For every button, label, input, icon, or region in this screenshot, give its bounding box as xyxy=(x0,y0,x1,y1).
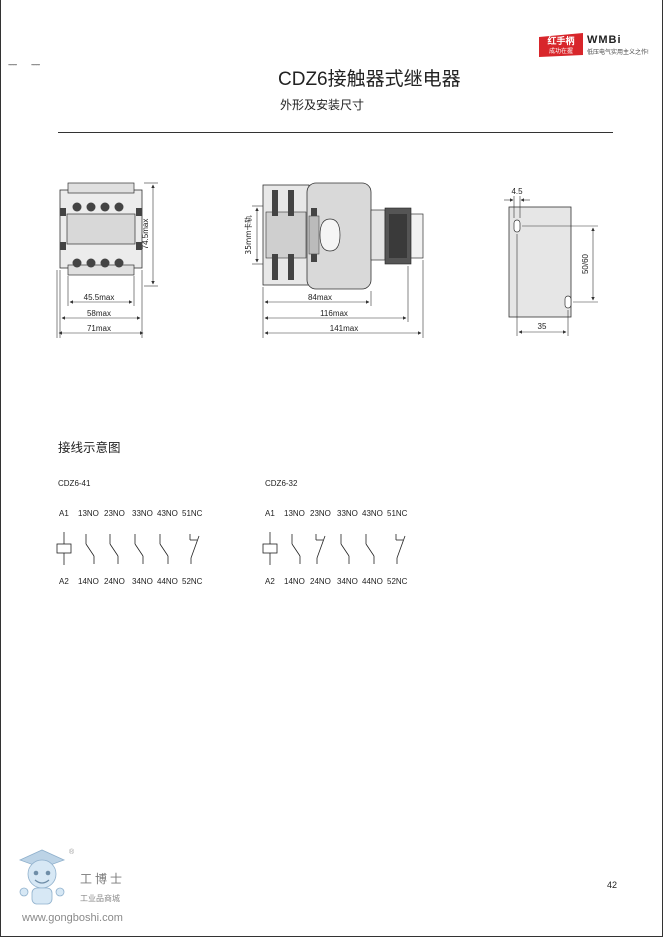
side-view-drawing xyxy=(252,182,424,338)
mount-vertical-label: 50/60 xyxy=(581,253,590,274)
diagram-1-symbols xyxy=(56,532,200,565)
front-width-label-3: 71max xyxy=(87,324,111,333)
diagram-2-coil-top: A1 xyxy=(265,509,275,518)
front-height-label: 74.5max xyxy=(141,219,150,250)
front-width-label-2: 58max xyxy=(87,309,111,318)
diagram-1-coil-bottom: A2 xyxy=(59,577,69,586)
diagram-2-bottom-4: 44NO xyxy=(362,577,383,586)
side-rail-label: 35mm卡轨 xyxy=(243,215,253,255)
diagram-1-bottom-2: 24NO xyxy=(104,577,125,586)
mount-horizontal-label: 35 xyxy=(538,322,547,331)
brand-badge: 红手柄 成功在握 xyxy=(539,33,583,57)
title-divider xyxy=(58,132,613,133)
wiring-diagrams: CDZ6-41 A1 A2 13NO 23NO 33NO 43NO 51NC 1… xyxy=(56,479,408,586)
diagram-2-bottom-5: 52NC xyxy=(387,577,408,586)
side-depth-label-3: 141max xyxy=(330,324,358,333)
brand-logo: 红手柄 成功在握 WMBi 低压电气实用主义之作! xyxy=(537,33,655,59)
diagram-1-bottom-5: 52NC xyxy=(182,577,203,586)
diagram-2-top-4: 43NO xyxy=(362,509,383,518)
diagram-1-coil-top: A1 xyxy=(59,509,69,518)
logo-description: 工业品商城 xyxy=(80,894,120,903)
diagram-1-bottom-3: 34NO xyxy=(132,577,153,586)
diagram-2-top-2: 23NO xyxy=(310,509,331,518)
side-depth-label-2: 116max xyxy=(320,309,348,318)
side-depth-label-1: 84max xyxy=(308,293,332,302)
page-number: 42 xyxy=(607,880,618,890)
mounting-view-drawing xyxy=(504,196,598,336)
mascot-logo-icon xyxy=(18,849,66,905)
diagram-2-top-3: 33NO xyxy=(337,509,358,518)
brand-name: WMBi xyxy=(587,34,622,46)
page-subtitle: 外形及安装尺寸 xyxy=(280,98,365,112)
diagram-2-bottom-2: 24NO xyxy=(310,577,331,586)
diagram-2-symbols xyxy=(262,532,406,565)
diagram-1-top-5: 51NC xyxy=(182,509,203,518)
registered-mark: ® xyxy=(69,849,75,856)
front-width-label-1: 45.5max xyxy=(84,293,115,302)
mount-hole-label: 4.5 xyxy=(511,187,523,196)
diagram-2-top-5: 51NC xyxy=(387,509,408,518)
diagram-2-bottom-3: 34NO xyxy=(337,577,358,586)
diagram-1-model: CDZ6-41 xyxy=(58,479,91,488)
front-view-drawing xyxy=(56,182,158,338)
diagram-2-model: CDZ6-32 xyxy=(265,479,298,488)
diagram-2-top-1: 13NO xyxy=(284,509,305,518)
diagram-1-bottom-4: 44NO xyxy=(157,577,178,586)
diagram-1-top-4: 43NO xyxy=(157,509,178,518)
header-dash-left: ----- xyxy=(8,60,17,69)
diagram-1-bottom-1: 14NO xyxy=(78,577,99,586)
logo-url: www.gongboshi.com xyxy=(22,912,123,924)
brand-badge-line2: 成功在握 xyxy=(549,47,573,55)
page-title: CDZ6接触器式继电器 xyxy=(278,69,461,90)
dimension-drawings: 74.5max 45.5max 58max 71max xyxy=(56,182,598,338)
logo-name: 工博士 xyxy=(80,872,126,886)
diagram-1-top-1: 13NO xyxy=(78,509,99,518)
wiring-section-heading: 接线示意图 xyxy=(58,441,121,455)
diagram-2-bottom-1: 14NO xyxy=(284,577,305,586)
diagram-1-top-2: 23NO xyxy=(104,509,125,518)
diagram-1-top-3: 33NO xyxy=(132,509,153,518)
brand-badge-line1: 红手柄 xyxy=(547,35,574,47)
header-dash-right: ----- xyxy=(31,60,40,69)
brand-slogan: 低压电气实用主义之作! xyxy=(587,50,649,56)
diagram-2-coil-bottom: A2 xyxy=(265,577,275,586)
